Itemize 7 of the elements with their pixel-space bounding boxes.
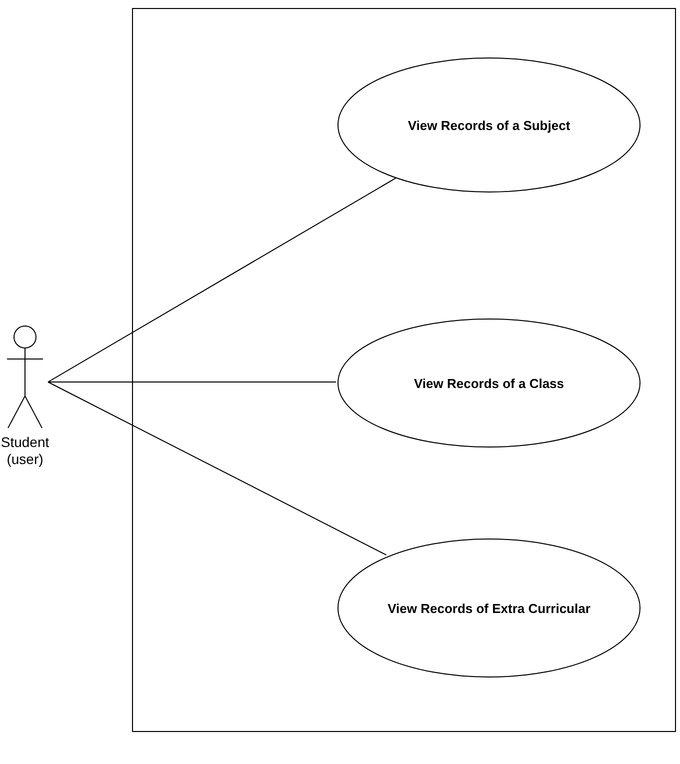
use-case-label: View Records of a Class [412, 376, 566, 390]
use-case-label: View Records of Extra Curricular [386, 600, 592, 616]
actor-label: Student (user) [0, 434, 50, 468]
use-case-label: View Records of a Subject [406, 118, 572, 132]
system-boundary [132, 8, 676, 732]
association-line [48, 178, 396, 382]
association-line [48, 382, 387, 556]
